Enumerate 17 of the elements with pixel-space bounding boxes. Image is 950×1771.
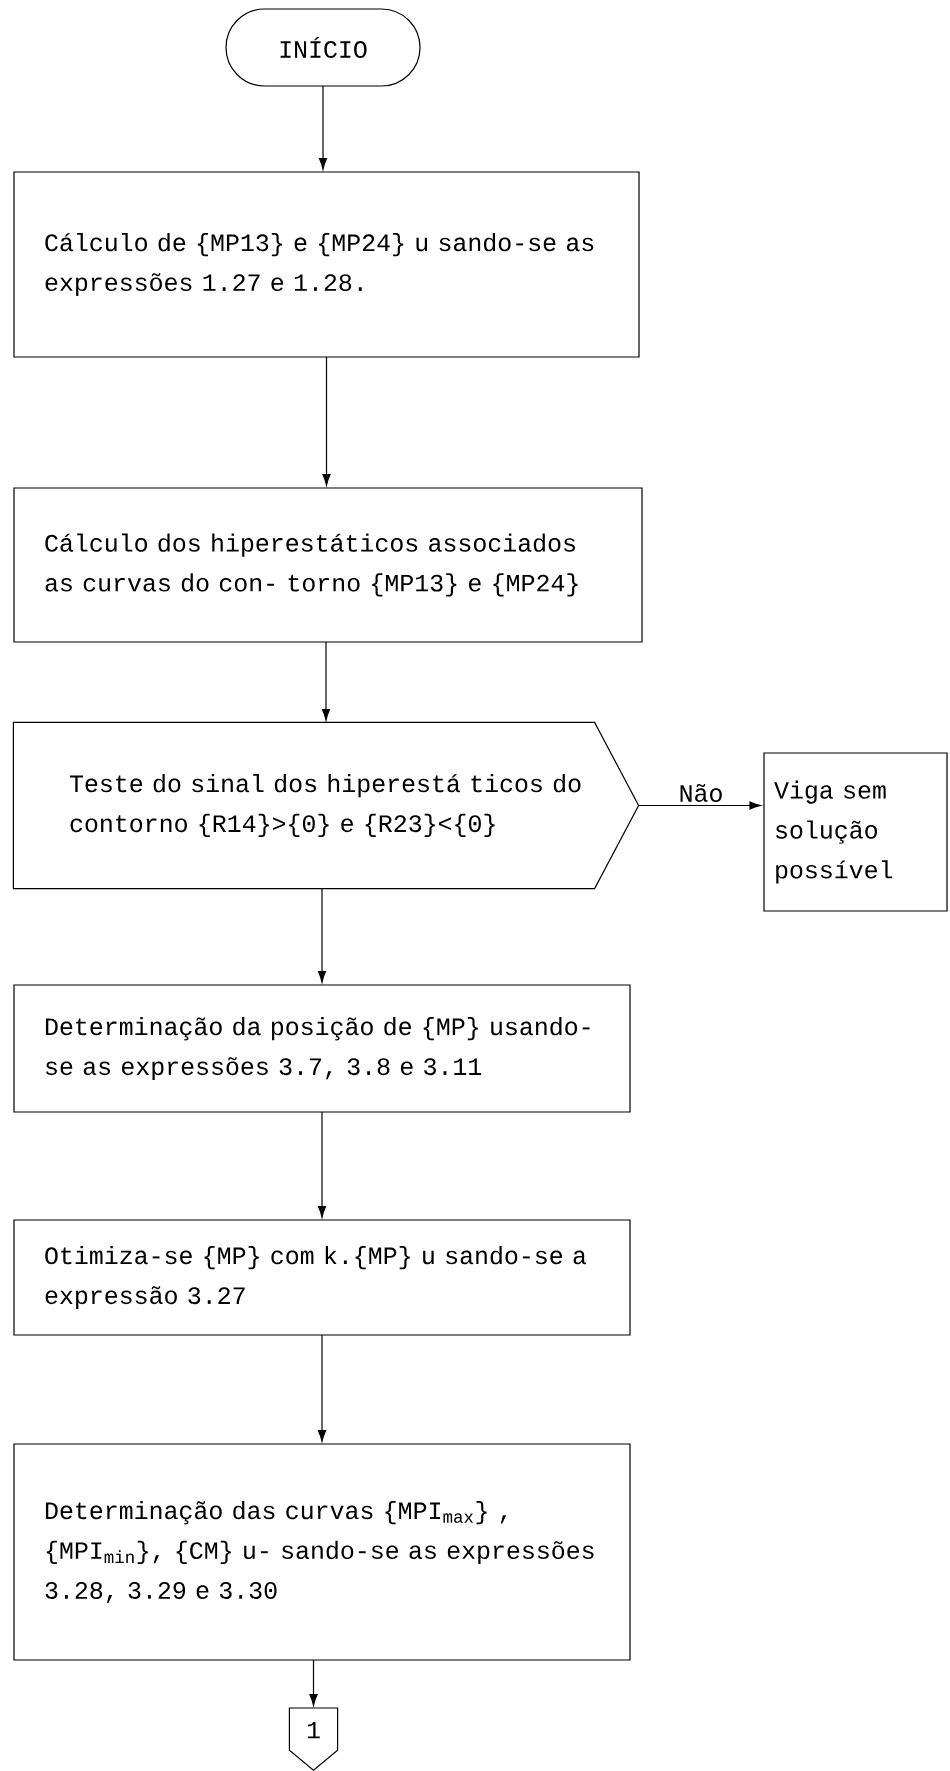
- arrow: [317, 1334, 327, 1442]
- process-box: Cálculo de {MP13} e {MP24} u sando-se as expressões 1.27 e 1.28.: [13, 171, 640, 358]
- arrow: [318, 85, 328, 170]
- arrow: [317, 887, 327, 983]
- arrow: [317, 1111, 327, 1218]
- arrow: [321, 641, 331, 721]
- arrow: [322, 356, 331, 486]
- process-box: Cálculo dos hiperestáticos associados as curvas do con- torno {MP13} e {MP24}: [13, 487, 643, 643]
- arrow: [638, 801, 762, 810]
- process-box: Otimiza-se {MP} com k.{MP} u sando-se a expressão 3.27: [13, 1219, 631, 1336]
- edge-label: Não: [677, 783, 725, 803]
- start-terminal: INÍCIO: [225, 8, 421, 87]
- off-page-connector: 1: [288, 1707, 339, 1771]
- process-box: Determinação da posição de {MP} usando-se as expressões 3.7, 3.8 e 3.11: [13, 984, 631, 1113]
- arrow: [309, 1659, 318, 1706]
- process-box: Viga sem solução possível: [763, 752, 948, 912]
- process-box: Determinação das curvas {MPI$_{max}$} , {MPI$_{min}$}, {CM} u- sando-se as expressões 3.28, 3.29 e 3.30: [13, 1443, 631, 1661]
